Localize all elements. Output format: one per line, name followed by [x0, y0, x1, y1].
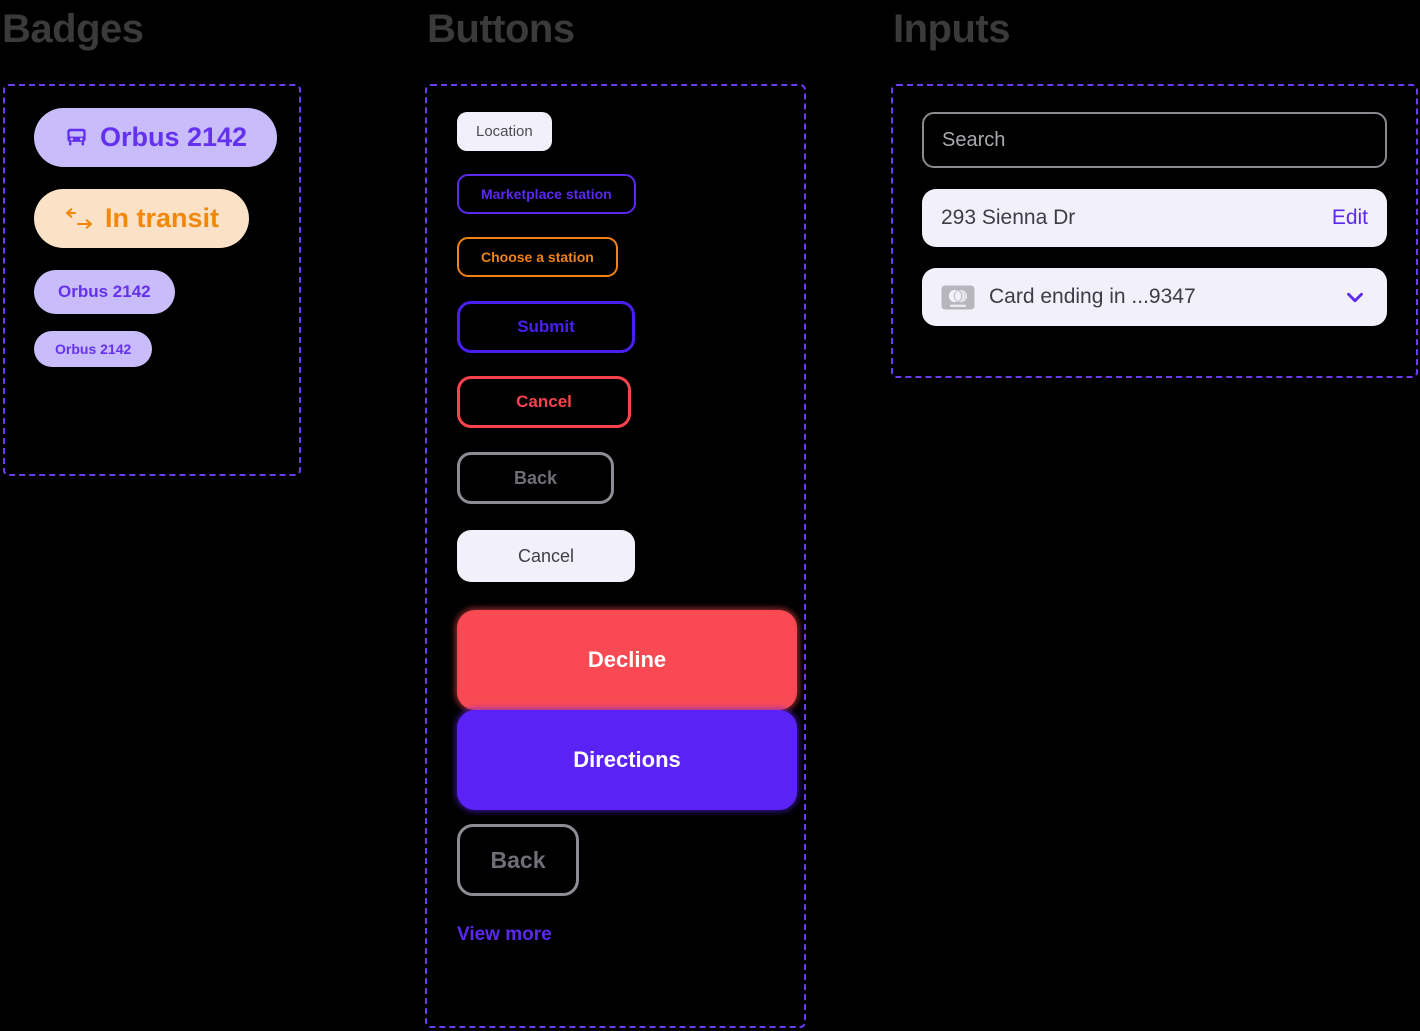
badges-column: Badges Orbus 2142: [0, 0, 320, 476]
badge-label: In transit: [105, 203, 220, 233]
inputs-section-title: Inputs: [893, 7, 1010, 51]
back-outline-button[interactable]: Back: [457, 452, 614, 504]
button-row: Cancel: [457, 376, 804, 452]
buttons-column: Buttons Location Marketplace station Cho…: [425, 0, 825, 1028]
choose-a-station-button[interactable]: Choose a station: [457, 237, 618, 277]
location-button[interactable]: Location: [457, 112, 552, 151]
badge-orbus-2142-small[interactable]: Orbus 2142: [34, 331, 153, 367]
badge-row: Orbus 2142: [34, 331, 299, 367]
badge-orbus-2142-medium[interactable]: Orbus 2142: [34, 270, 175, 314]
button-row: Location: [457, 112, 804, 174]
address-field-row[interactable]: 293 Sienna Dr Edit: [922, 189, 1387, 247]
back-large-button[interactable]: Back: [457, 824, 579, 896]
button-row: Marketplace station: [457, 174, 804, 237]
submit-button[interactable]: Submit: [457, 301, 635, 353]
inputs-container: 293 Sienna Dr Edit Card ending in ...934…: [891, 84, 1418, 378]
card-value: Card ending in ...9347: [989, 285, 1196, 308]
badge-row: In transit: [34, 189, 299, 270]
badge-label: Orbus 2142: [100, 122, 248, 152]
button-row: View more: [457, 924, 804, 946]
bus-icon: [64, 125, 89, 150]
buttons-container: Location Marketplace station Choose a st…: [425, 84, 806, 1028]
badge-row: Orbus 2142: [34, 270, 299, 331]
view-more-link[interactable]: View more: [457, 924, 552, 945]
chevron-down-icon[interactable]: [1342, 284, 1368, 310]
button-row: Decline: [457, 610, 804, 710]
card-select-row[interactable]: Card ending in ...9347: [922, 268, 1387, 326]
button-row: Choose a station: [457, 237, 804, 301]
badge-label: Orbus 2142: [58, 282, 151, 301]
decline-button[interactable]: Decline: [457, 610, 797, 710]
button-row: Back: [457, 452, 804, 530]
button-row: Directions: [457, 710, 804, 824]
cancel-soft-button[interactable]: Cancel: [457, 530, 635, 582]
button-row: Submit: [457, 301, 804, 376]
badge-in-transit[interactable]: In transit: [34, 189, 250, 248]
badge-row: Orbus 2142: [34, 108, 299, 189]
buttons-section-title: Buttons: [427, 7, 575, 51]
mastercard-icon: [941, 285, 975, 310]
button-row: Back: [457, 824, 804, 924]
badge-label: Orbus 2142: [55, 341, 132, 357]
marketplace-station-button[interactable]: Marketplace station: [457, 174, 636, 214]
badges-section-title: Badges: [2, 7, 144, 51]
edit-address-link[interactable]: Edit: [1331, 206, 1368, 229]
search-input[interactable]: [922, 112, 1387, 168]
badge-orbus-2142-large[interactable]: Orbus 2142: [34, 108, 278, 167]
transit-arrows-icon: [64, 207, 94, 230]
button-row: Cancel: [457, 530, 804, 610]
inputs-column: Inputs 293 Sienna Dr Edit Card ending in…: [891, 0, 1420, 378]
directions-button[interactable]: Directions: [457, 710, 797, 810]
address-value: 293 Sienna Dr: [941, 206, 1076, 229]
cancel-outline-button[interactable]: Cancel: [457, 376, 631, 428]
badges-container: Orbus 2142 In transit Orbus 2142 Or: [3, 84, 301, 476]
